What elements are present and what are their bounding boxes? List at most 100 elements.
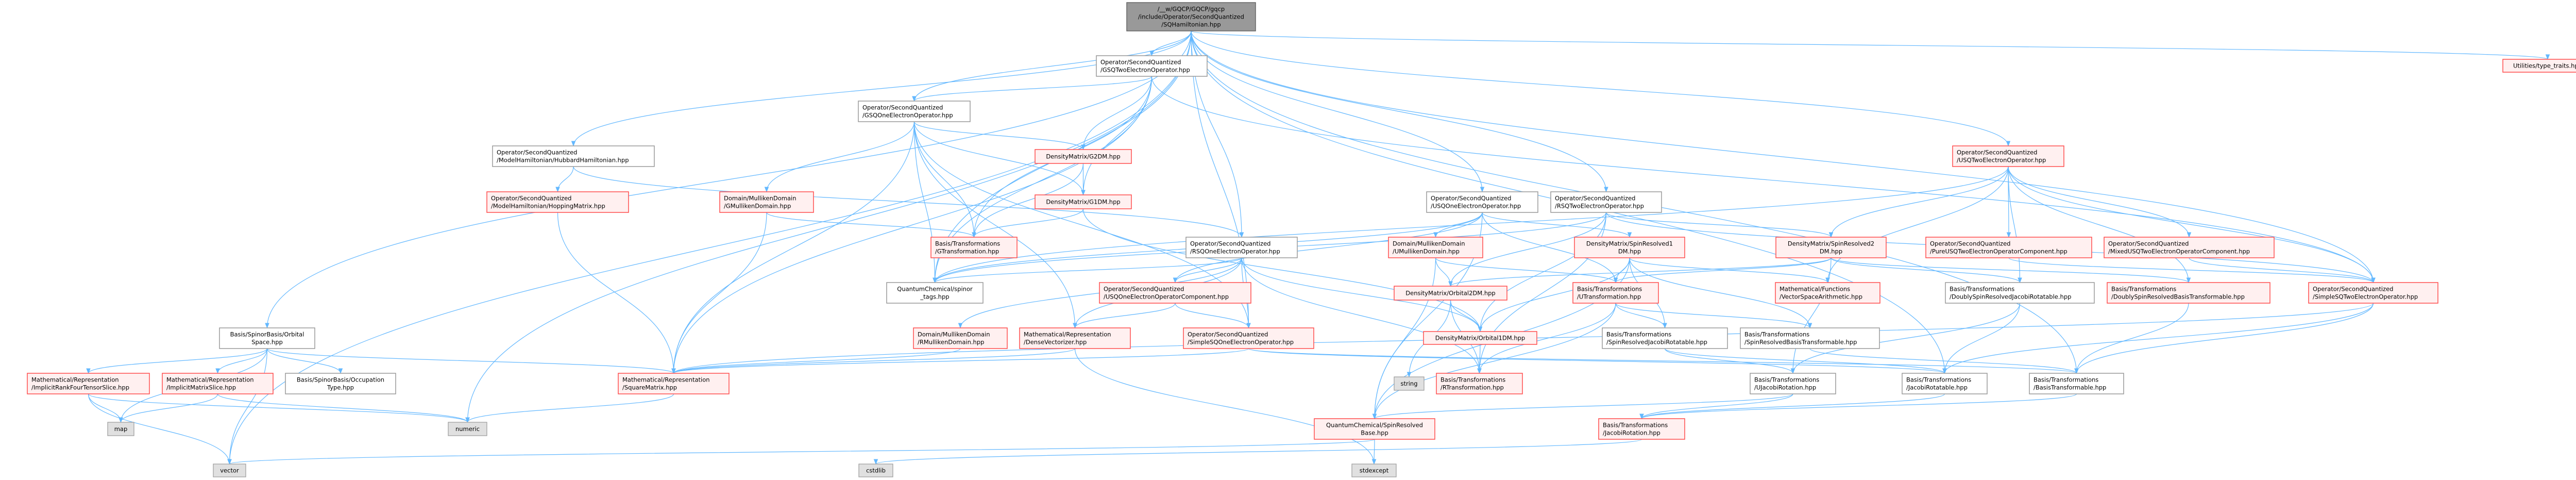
node-label-line: vector [220, 467, 239, 474]
node-label-line: Basis/Transformations [2111, 286, 2176, 293]
node-box [1035, 149, 1132, 164]
node-dsrjr[interactable]: Basis/Transformations/DoublySpinResolved… [1945, 282, 2095, 304]
node-layer: /__w/GQCP/GQCP/gqcp/include/Operator/Sec… [27, 2, 2576, 477]
node-label-line: DensityMatrix/G1DM.hpp [1046, 198, 1120, 206]
edge-g1dm-to-gtrans [972, 208, 1084, 238]
node-label-line: string [1400, 380, 1417, 387]
node-rtrans[interactable]: Basis/Transformations/RTransformation.hp… [1436, 373, 1523, 394]
node-box [858, 101, 971, 122]
edge-usq2-to-mixedusq [2008, 166, 2192, 238]
node-g1dm[interactable]: DensityMatrix/G1DM.hpp [1035, 194, 1132, 209]
node-jrotation[interactable]: Basis/Transformations/JacobiRotation.hpp [1598, 418, 1685, 440]
node-simple1[interactable]: Operator/SecondQuantized/SimpleSQOneElec… [1183, 327, 1314, 349]
node-jrotatable[interactable]: Basis/Transformations/JacobiRotatable.hp… [1902, 373, 1988, 394]
edge-gsq1-to-densevec [913, 121, 1077, 329]
node-label-line: /SQHamiltonian.hpp [1161, 21, 1221, 28]
node-label-line: /VectorSpaceArithmetic.hpp [1780, 293, 1862, 301]
edge-jrotation-to-cstdlib [874, 439, 1642, 465]
node-rsq1[interactable]: Operator/SecondQuantized/RSQOneElectronO… [1185, 237, 1298, 258]
node-spinor_tags[interactable]: QuantumChemical/spinor_tags.hpp [886, 282, 984, 304]
node-label-line: /USQOneElectronOperatorComponent.hpp [1104, 293, 1229, 301]
node-btrans[interactable]: Basis/Transformations/BasisTransformable… [2029, 373, 2124, 394]
node-label-line: Operator/SecondQuantized [1555, 195, 1635, 202]
node-label-line: Operator/SecondQuantized [2313, 286, 2393, 293]
edge-densevec-to-stdexcept [1074, 348, 1377, 465]
node-rmull[interactable]: Domain/MullikenDomain/RMullikenDomain.hp… [913, 327, 1008, 349]
node-label-line: _tags.hpp [920, 293, 949, 301]
node-type_traits[interactable]: Utilities/type_traits.hpp [2502, 59, 2576, 73]
node-root[interactable]: /__w/GQCP/GQCP/gqcp/include/Operator/Sec… [1126, 2, 1256, 31]
node-mixedusq[interactable]: Operator/SecondQuantized/MixedUSQTwoElec… [2104, 237, 2275, 258]
edge-jrotatable-to-jrotation [1639, 393, 1945, 420]
edge-sr2dm-to-utrans [1613, 257, 1832, 284]
edge-root-to-gsq2 [1149, 30, 1192, 57]
node-usq1comp[interactable]: Operator/SecondQuantized/USQOneElectronO… [1099, 282, 1251, 304]
node-box [1394, 286, 1507, 301]
node-box [213, 464, 246, 477]
node-orb2dm[interactable]: DensityMatrix/Orbital2DM.hpp [1394, 286, 1507, 301]
node-umull[interactable]: Domain/MullikenDomain/UMullikenDomain.hp… [1388, 237, 1483, 258]
edge-gsq1-to-gmull [764, 121, 915, 193]
node-srjr[interactable]: Basis/Transformations/SpinResolvedJacobi… [1602, 327, 1728, 349]
node-squarematrix[interactable]: Mathematical/Representation/SquareMatrix… [618, 373, 730, 394]
node-gmull[interactable]: Domain/MullikenDomain/GMullikenDomain.hp… [719, 191, 814, 213]
node-box [618, 373, 730, 394]
node-cstdlib[interactable]: cstdlib [858, 464, 893, 477]
node-gsq1[interactable]: Operator/SecondQuantized/GSQOneElectronO… [858, 101, 971, 122]
node-string[interactable]: string [1394, 376, 1425, 391]
edge-gmull-to-squarematrix [671, 212, 767, 374]
node-box [1126, 2, 1256, 31]
node-utrans[interactable]: Basis/Transformations/UTransformation.hp… [1572, 282, 1659, 304]
node-map[interactable]: map [107, 422, 134, 436]
node-dsrbt[interactable]: Basis/Transformations/DoublySpinResolved… [2107, 282, 2270, 304]
edge-root-to-simple1 [1191, 30, 1251, 329]
node-box [1775, 282, 1880, 304]
node-hopping[interactable]: Operator/SecondQuantized/ModelHamiltonia… [486, 191, 629, 213]
node-imslice[interactable]: Mathematical/Representation/ImplicitMatr… [162, 373, 274, 394]
node-g2dm[interactable]: DensityMatrix/G2DM.hpp [1035, 149, 1132, 164]
node-label-line: Operator/SecondQuantized [2108, 240, 2189, 247]
node-usq1[interactable]: Operator/SecondQuantized/USQOneElectronO… [1426, 191, 1538, 213]
node-label-line: /BasisTransformable.hpp [2033, 384, 2106, 391]
node-box [1096, 55, 1208, 77]
node-vsa[interactable]: Mathematical/Functions/VectorSpaceArithm… [1775, 282, 1880, 304]
node-label-line: /ModelHamiltonian/HubbardHamiltonian.hpp [497, 157, 629, 164]
node-box [1185, 237, 1298, 258]
node-numeric[interactable]: numeric [448, 422, 487, 436]
node-gtrans[interactable]: Basis/Transformations/GTransformation.hp… [930, 237, 1018, 258]
node-box [1019, 327, 1131, 349]
node-box [1388, 237, 1483, 258]
node-label-line: Utilities/type_traits.hpp [2513, 62, 2576, 70]
node-usq2[interactable]: Operator/SecondQuantized/USQTwoElectronO… [1952, 145, 2064, 167]
node-box [27, 373, 150, 394]
edge-gsq1-to-g1dm [913, 121, 1086, 196]
node-gsq2[interactable]: Operator/SecondQuantized/GSQTwoElectronO… [1096, 55, 1208, 77]
node-vector[interactable]: vector [213, 464, 246, 477]
node-box [2104, 237, 2275, 258]
node-box [107, 422, 134, 436]
node-label-line: /GSQTwoElectronOperator.hpp [1100, 67, 1190, 74]
node-stdexcept[interactable]: stdexcept [1351, 464, 1397, 477]
edge-gsq1-to-squarematrix [671, 121, 915, 374]
node-ujacobi[interactable]: Basis/Transformations/UJacobiRotation.hp… [1750, 373, 1836, 394]
edge-gsq2-to-g2dm [1081, 76, 1153, 151]
node-orb1dm[interactable]: DensityMatrix/Orbital1DM.hpp [1423, 331, 1537, 345]
node-rsq2[interactable]: Operator/SecondQuantized/RSQTwoElectronO… [1550, 191, 1662, 213]
node-srbt[interactable]: Basis/Transformations/SpinResolvedBasisT… [1740, 327, 1880, 349]
edge-rsq2-to-orb1dm [1478, 212, 1607, 333]
node-label-line: /PureUSQTwoElectronOperatorComponent.hpp [1930, 248, 2067, 255]
node-densevec[interactable]: Mathematical/Representation/DenseVectori… [1019, 327, 1131, 349]
node-hubbard[interactable]: Operator/SecondQuantized/ModelHamiltonia… [492, 145, 655, 167]
node-simple2[interactable]: Operator/SecondQuantized/SimpleSQTwoElec… [2308, 282, 2438, 304]
node-pureusq[interactable]: Operator/SecondQuantized/PureUSQTwoElect… [1925, 237, 2092, 258]
node-irank4[interactable]: Mathematical/Representation/ImplicitRank… [27, 373, 150, 394]
edge-sr2dm-to-dsrbt [1831, 257, 2191, 284]
node-box [492, 145, 655, 167]
node-label-line: Operator/SecondQuantized [1188, 331, 1268, 338]
